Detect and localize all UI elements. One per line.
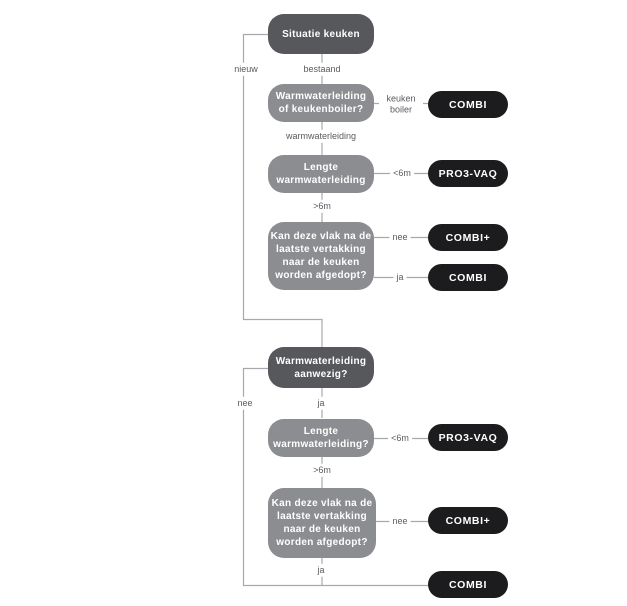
- edge-label-warmwaterleiding: warmwaterleiding: [282, 129, 360, 143]
- flow-node-afdoppen-vraag-1: Kan deze vlak na de laatste vertakking n…: [268, 222, 374, 290]
- result-pill-label: COMBI: [449, 271, 487, 284]
- edge-label-nee-3: nee: [389, 514, 411, 528]
- flow-node-label: Warmwaterleiding of keukenboiler?: [275, 91, 367, 115]
- edge-label-ja-1: ja: [393, 270, 407, 284]
- result-pill-label: PRO3-VAQ: [438, 167, 498, 180]
- flow-node-label: Kan deze vlak na de laatste vertakking n…: [270, 231, 372, 281]
- edge-label-lt6m-1: <6m: [390, 166, 414, 180]
- result-pill-combi-2: COMBI: [428, 264, 508, 291]
- edge-nieuw-rail-line: [242, 33, 323, 347]
- result-pill-combi-plus-2: COMBI+: [428, 507, 508, 534]
- result-pill-pro3-vaq-2: PRO3-VAQ: [428, 424, 508, 451]
- result-pill-label: COMBI: [449, 578, 487, 591]
- edge-label-gt6m-1: >6m: [310, 199, 334, 213]
- flow-node-lengte-warmwaterleiding-1: Lengte warmwaterleiding: [268, 155, 374, 193]
- result-pill-label: PRO3-VAQ: [438, 431, 498, 444]
- flow-node-label: Situatie keuken: [282, 28, 360, 40]
- flow-node-label: Lengte warmwaterleiding?: [273, 426, 369, 450]
- flow-node-label: Kan deze vlak na de laatste vertakking n…: [271, 498, 373, 548]
- edge-label-ja-2: ja: [314, 396, 328, 410]
- edge-label-bestaand: bestaand: [300, 62, 344, 76]
- flow-node-lengte-warmwaterleiding-2: Lengte warmwaterleiding?: [268, 419, 374, 457]
- result-pill-label: COMBI+: [445, 514, 491, 527]
- result-pill-label: COMBI+: [445, 231, 491, 244]
- flow-node-situatie-keuken: Situatie keuken: [268, 14, 374, 54]
- result-pill-combi-3: COMBI: [428, 571, 508, 598]
- edge-label-keuken-boiler: keuken boiler: [379, 92, 423, 116]
- edge-label-gt6m-2: >6m: [310, 463, 334, 477]
- edge-label-nee-2: nee: [234, 396, 256, 410]
- result-pill-combi-1: COMBI: [428, 91, 508, 118]
- flow-node-label: Warmwaterleiding aanwezig?: [275, 355, 367, 380]
- edge-nee-2-rail-line: [242, 367, 428, 587]
- edge-label-nieuw: nieuw: [231, 62, 261, 76]
- flow-node-label: Lengte warmwaterleiding: [276, 162, 366, 186]
- flow-node-warmwaterleiding-aanwezig: Warmwaterleiding aanwezig?: [268, 347, 374, 388]
- result-pill-label: COMBI: [449, 98, 487, 111]
- result-pill-pro3-vaq-1: PRO3-VAQ: [428, 160, 508, 187]
- edge-label-nee-1: nee: [389, 230, 411, 244]
- flow-node-warmwaterleiding-of-keukenboiler: Warmwaterleiding of keukenboiler?: [268, 84, 374, 122]
- edge-label-ja-3: ja: [314, 563, 328, 577]
- result-pill-combi-plus-1: COMBI+: [428, 224, 508, 251]
- edge-label-lt6m-2: <6m: [388, 431, 412, 445]
- flow-node-afdoppen-vraag-2: Kan deze vlak na de laatste vertakking n…: [268, 488, 376, 558]
